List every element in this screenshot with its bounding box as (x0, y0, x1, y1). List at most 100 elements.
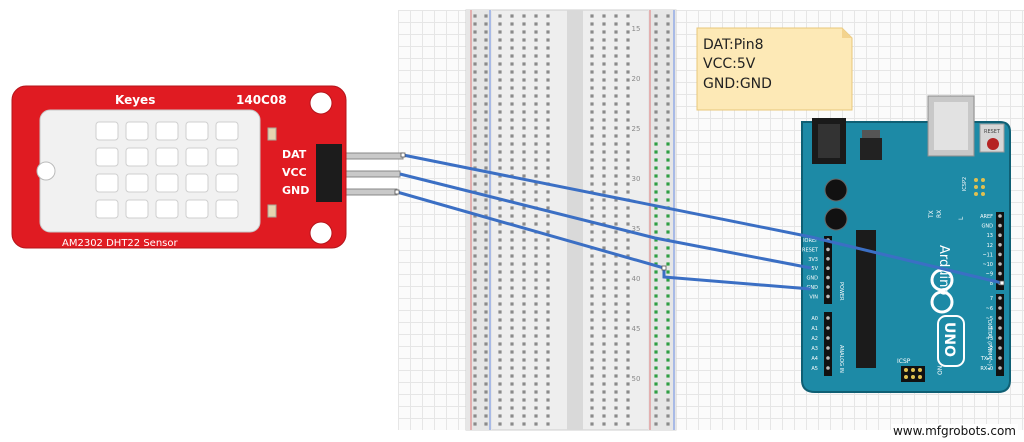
breadboard-hole (666, 334, 670, 338)
breadboard-hole (498, 70, 502, 74)
breadboard-hole (602, 38, 606, 42)
breadboard-hole (498, 238, 502, 242)
breadboard-hole (473, 318, 477, 322)
icsp2-header (974, 178, 985, 196)
breadboard-hole (602, 326, 606, 330)
breadboard-hole (614, 422, 618, 426)
breadboard-hole (626, 126, 630, 130)
breadboard-hole (522, 310, 526, 314)
breadboard-hole (534, 406, 538, 410)
breadboard-hole (626, 62, 630, 66)
breadboard-hole (614, 62, 618, 66)
power-pin-label: IOREF (803, 238, 818, 244)
breadboard-hole (614, 118, 618, 122)
breadboard-hole (614, 70, 618, 74)
vent-slot (155, 147, 179, 167)
vent-slot (185, 199, 209, 219)
vent-slot (215, 199, 239, 219)
breadboard-hole (498, 222, 502, 226)
breadboard-hole (654, 334, 658, 338)
breadboard-hole (522, 246, 526, 250)
breadboard-hole (590, 150, 594, 154)
breadboard-hole (602, 414, 606, 418)
breadboard-hole (522, 158, 526, 162)
breadboard-hole (484, 142, 488, 146)
breadboard-hole (498, 102, 502, 106)
dat-pin-label: DAT (282, 148, 307, 161)
breadboard-hole (602, 30, 606, 34)
breadboard-hole (546, 286, 550, 290)
breadboard-hole (546, 150, 550, 154)
icsp-pin (904, 375, 908, 379)
breadboard-hole (614, 198, 618, 202)
vent-slot (125, 121, 149, 141)
breadboard-hole (546, 70, 550, 74)
breadboard-hole (522, 342, 526, 346)
breadboard-hole (626, 326, 630, 330)
header-pin (826, 247, 830, 252)
breadboard-hole (654, 38, 658, 42)
breadboard-hole (522, 206, 526, 210)
uno-logo-frame (937, 315, 965, 367)
breadboard-hole (473, 262, 477, 266)
breadboard-hole (546, 62, 550, 66)
digital-pin-label: ~3 (986, 336, 993, 342)
breadboard-hole (510, 166, 514, 170)
header-pin (998, 316, 1002, 320)
breadboard-hole (590, 70, 594, 74)
breadboard-hole (484, 326, 488, 330)
breadboard-hole (546, 414, 550, 418)
breadboard-hole (614, 94, 618, 98)
breadboard-hole (614, 270, 618, 274)
breadboard-hole (590, 86, 594, 90)
breadboard-hole (654, 86, 658, 90)
breadboard-hole (666, 414, 670, 418)
mount-hole-top (309, 91, 333, 115)
breadboard-hole (498, 182, 502, 186)
breadboard-hole (534, 214, 538, 218)
wires (394, 152, 1005, 291)
breadboard-hole (484, 286, 488, 290)
breadboard-hole (590, 302, 594, 306)
breadboard-hole (534, 254, 538, 258)
row-number-label: 40 (632, 275, 641, 283)
breadboard-hole (590, 414, 594, 418)
breadboard-hole (602, 182, 606, 186)
breadboard-hole (614, 174, 618, 178)
breadboard-hole (546, 398, 550, 402)
breadboard-hole (614, 54, 618, 58)
breadboard-hole (602, 70, 606, 74)
breadboard-hole (498, 190, 502, 194)
sensor-vent-slots (95, 121, 239, 219)
breadboard-hole (510, 238, 514, 242)
power-section-label: POWER (838, 282, 844, 301)
breadboard-hole (510, 142, 514, 146)
breadboard-hole (473, 414, 477, 418)
breadboard-hole (654, 62, 658, 66)
breadboard-hole (534, 62, 538, 66)
breadboard-hole (654, 294, 658, 298)
breadboard-hole (522, 54, 526, 58)
breadboard-hole (666, 214, 670, 218)
breadboard-hole (498, 366, 502, 370)
breadboard-hole (484, 182, 488, 186)
breadboard-hole (666, 62, 670, 66)
breadboard-hole (614, 38, 618, 42)
breadboard-hole (654, 318, 658, 322)
breadboard-hole (498, 422, 502, 426)
breadboard-hole (666, 286, 670, 290)
breadboard-hole (546, 126, 550, 130)
breadboard-hole (534, 310, 538, 314)
note-fold (842, 28, 852, 38)
analog-pin-label: A2 (811, 336, 818, 342)
icsp2-pin (981, 185, 985, 189)
breadboard-hole (590, 398, 594, 402)
breadboard-hole (484, 94, 488, 98)
breadboard-hole (522, 406, 526, 410)
breadboard-hole (666, 14, 670, 18)
breadboard-holes (473, 14, 670, 426)
breadboard-hole (484, 158, 488, 162)
breadboard-hole (614, 342, 618, 346)
